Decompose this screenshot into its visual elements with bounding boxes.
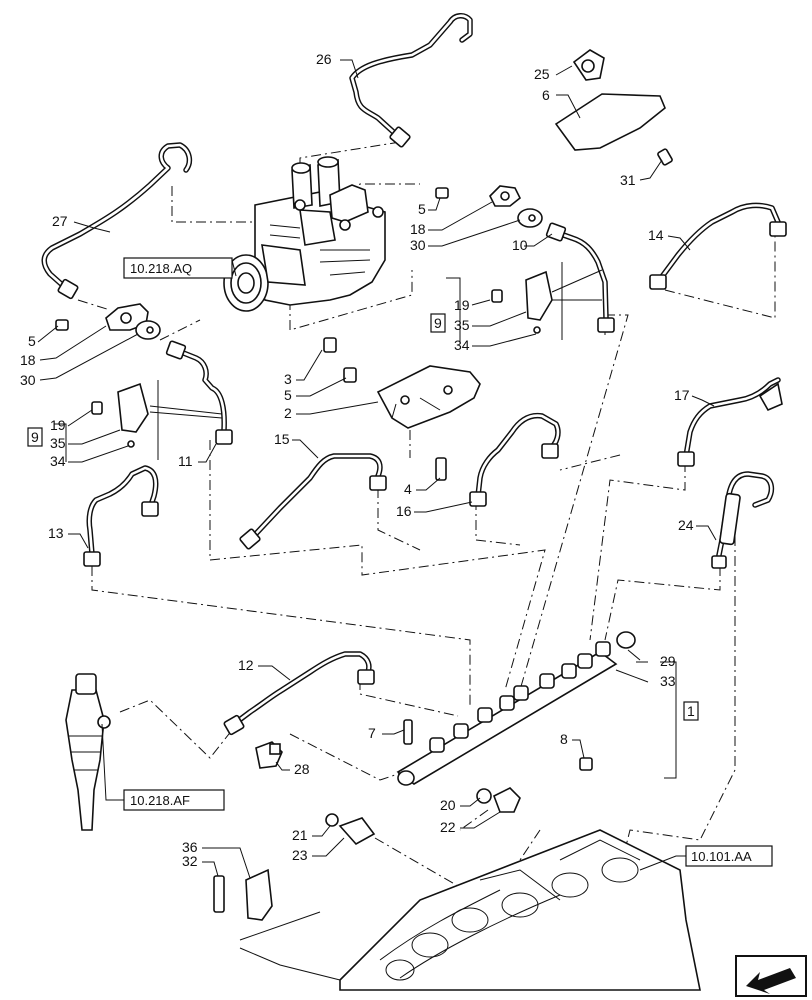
callout-5-bracket: 5	[284, 387, 292, 403]
pipe-10	[545, 222, 615, 333]
high-pressure-pump	[223, 156, 386, 312]
callout-9-left: 9	[31, 429, 39, 445]
callout-19-left: 19	[50, 417, 66, 433]
callout-12: 12	[238, 657, 254, 673]
flange-18-30-right	[435, 185, 543, 228]
cylinder-head	[239, 829, 701, 991]
pipe-14	[649, 202, 787, 290]
rail-ports	[429, 641, 611, 753]
leader-lines	[37, 59, 717, 879]
callout-17: 17	[674, 387, 690, 403]
navigation-arrow-icon[interactable]	[735, 955, 807, 997]
callout-32: 32	[182, 853, 198, 869]
callout-21: 21	[292, 827, 308, 843]
callout-5-right: 5	[418, 201, 426, 217]
clamp-36	[213, 868, 273, 921]
callout-36: 36	[182, 839, 198, 855]
pipe-15	[239, 453, 387, 550]
pipe-13	[83, 465, 159, 567]
part-callouts: 26 25 6 31 27 5 18 30 5 18 30 10 14 19 3…	[20, 51, 694, 869]
pipe-17	[677, 377, 783, 467]
reference-box-injector: 10.218.AF	[123, 789, 225, 811]
callout-19-right: 19	[454, 297, 470, 313]
reference-10-218-aq: 10.218.AQ	[130, 261, 192, 276]
callout-8: 8	[560, 731, 568, 747]
callout-16: 16	[396, 503, 412, 519]
callout-1: 1	[687, 703, 695, 719]
callout-2: 2	[284, 405, 292, 421]
reference-10-101-aa: 10.101.AA	[691, 849, 752, 864]
bracket-6	[554, 49, 673, 166]
callout-29: 29	[660, 653, 676, 669]
reference-10-218-af: 10.218.AF	[130, 793, 190, 808]
callout-9-right: 9	[434, 315, 442, 331]
pipe-24	[711, 471, 775, 569]
callout-30-right: 30	[410, 237, 426, 253]
callout-34-left: 34	[50, 453, 66, 469]
callout-33: 33	[660, 673, 676, 689]
pipe-16	[469, 412, 561, 507]
callout-6: 6	[542, 87, 550, 103]
callout-5-left: 5	[28, 333, 36, 349]
bracket-2	[323, 337, 481, 481]
callout-27: 27	[52, 213, 68, 229]
callout-34-right: 34	[454, 337, 470, 353]
callout-11: 11	[178, 453, 193, 469]
callout-35-left: 35	[50, 435, 66, 451]
callout-13: 13	[48, 525, 64, 541]
clamp-9-left	[91, 380, 223, 460]
pipe-11	[165, 340, 233, 445]
reference-box-cylinder-head: 10.101.AA	[685, 845, 773, 867]
callout-30-left: 30	[20, 372, 36, 388]
callout-23: 23	[292, 847, 308, 863]
callout-18-left: 18	[20, 352, 36, 368]
callout-10: 10	[512, 237, 528, 253]
boxed-callouts: 9 9 1	[27, 313, 699, 721]
pipe-27	[41, 142, 193, 300]
pressure-sensor-28	[255, 741, 283, 769]
callout-28: 28	[294, 761, 310, 777]
pipe-12	[223, 651, 375, 736]
callout-14: 14	[648, 227, 664, 243]
callout-25: 25	[534, 66, 550, 82]
injector	[65, 673, 111, 831]
callout-18-right: 18	[410, 221, 426, 237]
callout-7: 7	[368, 725, 376, 741]
reference-box-pump: 10.218.AQ	[123, 257, 233, 279]
fuel-rail-33	[396, 631, 636, 786]
valve-23	[325, 813, 376, 846]
callout-31: 31	[620, 172, 636, 188]
callout-22: 22	[440, 819, 456, 835]
callout-3: 3	[284, 371, 292, 387]
pipe-26	[349, 13, 473, 148]
callout-20: 20	[440, 797, 456, 813]
valve-22	[476, 787, 521, 813]
callout-35-right: 35	[454, 317, 470, 333]
callout-26: 26	[316, 51, 332, 67]
clamp-9-right	[491, 262, 603, 340]
callout-15: 15	[274, 431, 290, 447]
callout-4: 4	[404, 481, 412, 497]
callout-24: 24	[678, 517, 694, 533]
flange-18-30-left	[55, 303, 161, 340]
